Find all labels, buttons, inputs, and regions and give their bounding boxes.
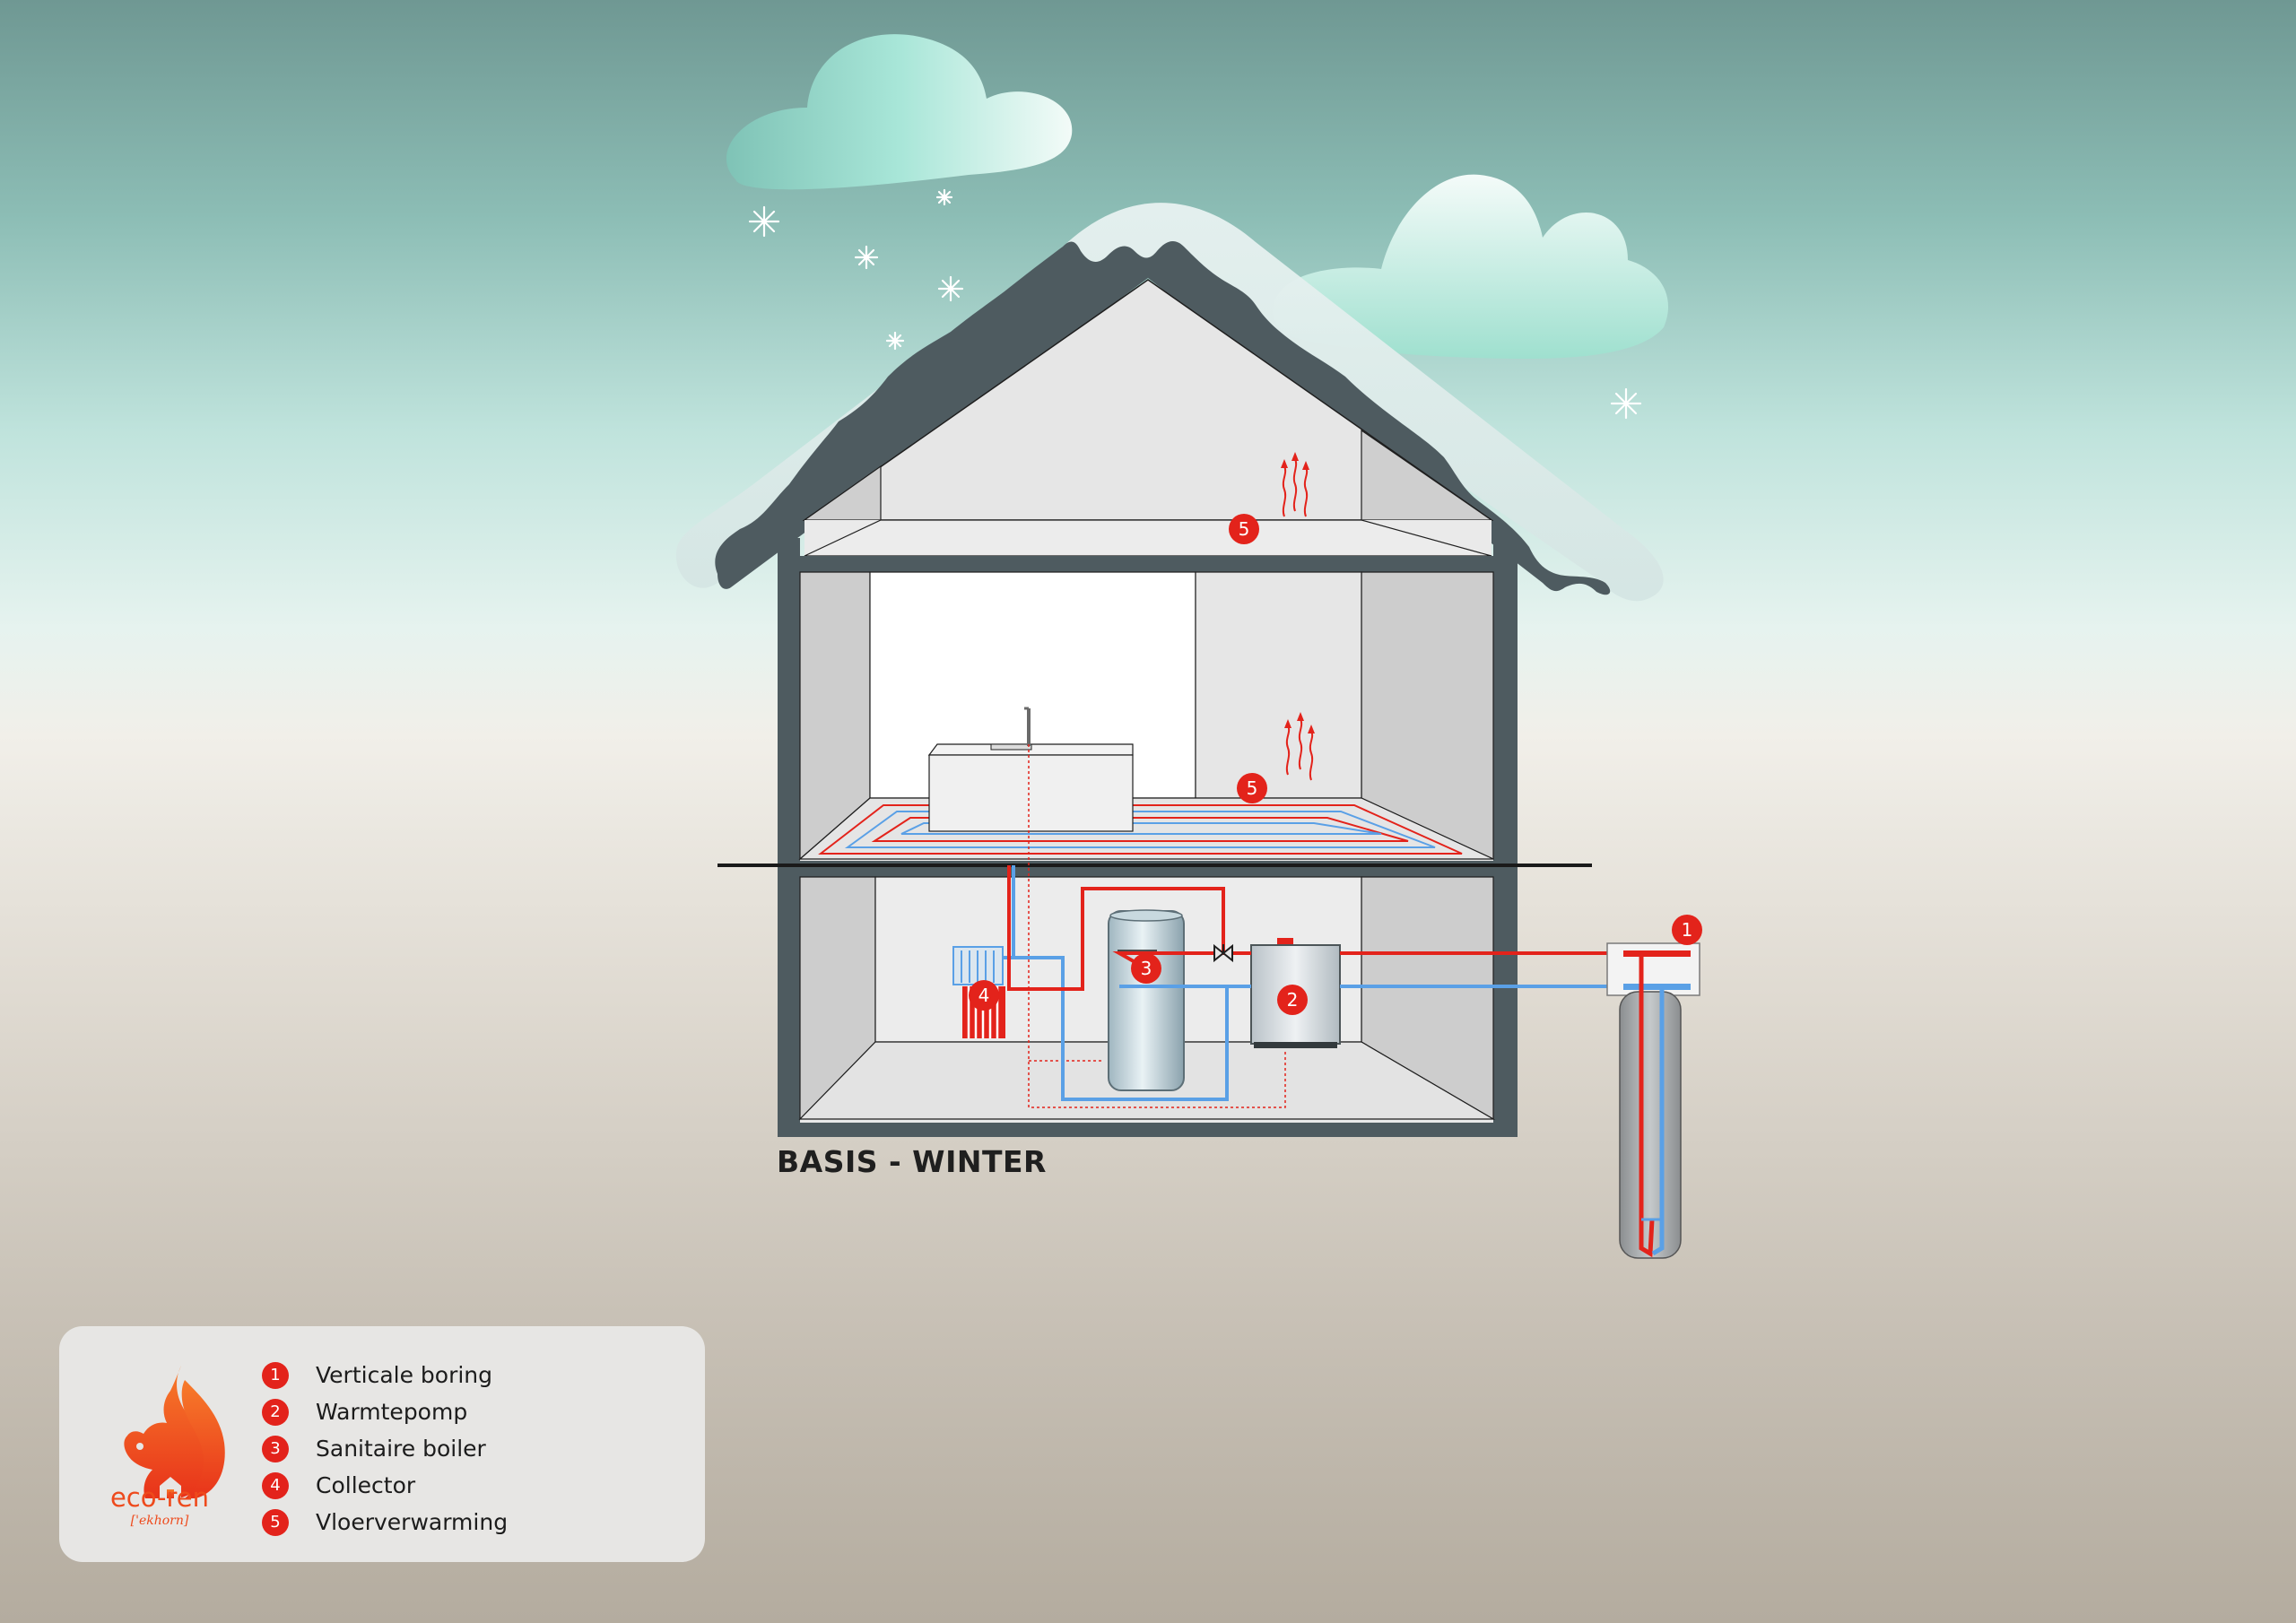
attic <box>802 279 1494 557</box>
heat-arrowheads <box>1281 452 1315 733</box>
legend-label: Vloerverwarming <box>316 1509 509 1535</box>
legend-number-badge: 1 <box>262 1361 289 1389</box>
squirrel-house-icon <box>124 1366 225 1498</box>
legend-label: Warmtepomp <box>316 1399 468 1425</box>
marker-5-attic: 5 <box>1229 514 1259 544</box>
roof <box>715 240 1611 595</box>
snowflake-icons <box>748 188 1642 420</box>
legend-number-badge: 2 <box>262 1398 289 1426</box>
legend-number-badge: 5 <box>262 1508 289 1536</box>
heat-pump <box>1250 938 1341 1048</box>
legend-label: Verticale boring <box>316 1362 493 1388</box>
sanitary-boiler <box>1108 909 1185 1091</box>
svg-text:1: 1 <box>1682 919 1693 941</box>
marker-5-ground-floor: 5 <box>1237 773 1267 803</box>
svg-text:3: 3 <box>1141 958 1152 979</box>
legend-item: 4 Collector <box>262 1467 508 1504</box>
brand-name: eco-ren <box>109 1482 210 1513</box>
drain-line <box>1028 744 1286 1108</box>
floor-heating-coil <box>818 804 1463 855</box>
cloud-right <box>1273 174 1669 359</box>
valve-icon <box>1213 943 1233 963</box>
cloud-left <box>726 34 1073 190</box>
legend-item: 5 Vloerverwarming <box>262 1504 508 1541</box>
legend-number-badge: 3 <box>262 1435 289 1462</box>
svg-text:2: 2 <box>1287 989 1299 1011</box>
diagram-caption: BASIS - WINTER <box>777 1144 1047 1179</box>
legend-card: eco-ren ['ekhorn] 1 Verticale boring 2 W… <box>59 1326 705 1562</box>
svg-text:5: 5 <box>1239 518 1250 540</box>
svg-text:4: 4 <box>978 985 990 1006</box>
marker-1: 1 <box>1672 915 1702 945</box>
legend-label: Sanitaire boiler <box>316 1436 486 1462</box>
brand-pronunciation: ['ekhorn] <box>130 1514 189 1528</box>
svg-text:5: 5 <box>1247 777 1258 799</box>
heat-rising-icons <box>1282 458 1314 781</box>
legend-item: 1 Verticale boring <box>262 1357 508 1393</box>
legend-number-badge: 4 <box>262 1471 289 1499</box>
legend-item: 2 Warmtepomp <box>262 1393 508 1430</box>
marker-3: 3 <box>1131 953 1161 984</box>
marker-4: 4 <box>969 980 999 1011</box>
legend-list: 1 Verticale boring 2 Warmtepomp 3 Sanita… <box>262 1357 508 1541</box>
legend-label: Collector <box>316 1472 416 1498</box>
marker-2: 2 <box>1277 985 1308 1015</box>
borehole-manifold <box>1606 942 1700 996</box>
legend-item: 3 Sanitaire boiler <box>262 1430 508 1467</box>
vertical-borehole <box>1619 957 1682 1259</box>
kitchen-island <box>927 707 1134 832</box>
